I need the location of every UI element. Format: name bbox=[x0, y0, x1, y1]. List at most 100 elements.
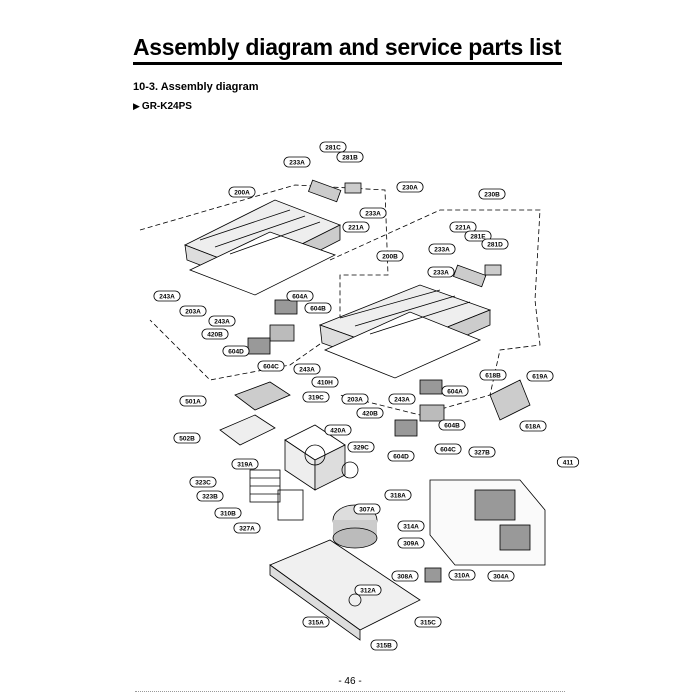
part-label: 604C bbox=[257, 360, 285, 372]
part-label-text: 200B bbox=[382, 253, 398, 260]
part-label-outline bbox=[388, 393, 416, 405]
pad-604a bbox=[274, 299, 298, 315]
part-label-text: 604B bbox=[444, 422, 460, 429]
part-label-text: 604C bbox=[263, 363, 279, 370]
part-label-outline bbox=[173, 432, 201, 444]
part-label-outline bbox=[414, 616, 442, 628]
part-label-outline bbox=[356, 407, 384, 419]
part-label: 203A bbox=[179, 305, 207, 317]
part-label-outline bbox=[391, 570, 419, 582]
part-label-text: 604B bbox=[310, 305, 326, 312]
part-label-outline bbox=[208, 315, 236, 327]
fan-329c bbox=[341, 461, 359, 479]
part-label-outline bbox=[302, 616, 330, 628]
part-label-outline bbox=[153, 290, 181, 302]
part-label: 420A bbox=[324, 424, 352, 436]
part-label-outline bbox=[370, 639, 398, 651]
part-label-outline bbox=[376, 250, 404, 262]
part-label-outline bbox=[448, 569, 476, 581]
part-label-text: 411 bbox=[563, 459, 574, 466]
part-label-text: 243A bbox=[394, 396, 410, 403]
part-label-text: 203A bbox=[347, 396, 363, 403]
shelf-200a bbox=[184, 199, 341, 296]
part-label-outline bbox=[384, 489, 412, 501]
part-label-outline bbox=[478, 188, 506, 200]
part-label-outline bbox=[231, 458, 259, 470]
part-label: 604B bbox=[304, 302, 332, 314]
part-label-text: 410H bbox=[317, 379, 333, 386]
part-label-text: 233A bbox=[365, 210, 381, 217]
part-label: 308A bbox=[391, 570, 419, 582]
part-label-outline bbox=[179, 395, 207, 407]
part-label-text: 314A bbox=[403, 523, 419, 530]
part-label: 619A bbox=[526, 370, 554, 382]
part-label-text: 315A bbox=[308, 619, 324, 626]
part-label-outline bbox=[464, 230, 492, 242]
part-label-outline bbox=[196, 490, 224, 502]
part-label: 281B bbox=[336, 151, 364, 163]
part-label-text: 327B bbox=[474, 449, 490, 456]
part-label: 243A bbox=[208, 315, 236, 327]
part-label: 411 bbox=[556, 456, 580, 468]
part-label-text: 618B bbox=[485, 372, 501, 379]
part-label-outline bbox=[519, 420, 547, 432]
part-label-text: 304A bbox=[493, 573, 509, 580]
triangle-bullet-icon: ▶ bbox=[133, 101, 140, 111]
part-label-text: 315C bbox=[420, 619, 436, 626]
part-label-outline bbox=[396, 181, 424, 193]
part-label: 327B bbox=[468, 446, 496, 458]
part-label-outline bbox=[319, 141, 347, 153]
part-label: 281D bbox=[481, 238, 509, 250]
shelf-200b bbox=[318, 284, 492, 379]
part-label-outline bbox=[179, 305, 207, 317]
part-label-text: 420A bbox=[330, 427, 346, 434]
part-label-text: 327A bbox=[239, 525, 255, 532]
part-label-text: 329C bbox=[353, 444, 369, 451]
part-label: 243A bbox=[293, 363, 321, 375]
part-label: 618B bbox=[479, 369, 507, 381]
board-618b bbox=[489, 379, 531, 421]
part-label: 420B bbox=[356, 407, 384, 419]
part-label-outline bbox=[397, 520, 425, 532]
part-label-outline bbox=[468, 446, 496, 458]
part-label: 314A bbox=[397, 520, 425, 532]
part-label-text: 604A bbox=[292, 293, 308, 300]
part-label: 319A bbox=[231, 458, 259, 470]
part-label-outline bbox=[397, 537, 425, 549]
part-label: 604A bbox=[441, 385, 469, 397]
footer-dotted-rule bbox=[135, 691, 565, 692]
part-label-outline bbox=[283, 156, 311, 168]
part-label: 281C bbox=[319, 141, 347, 153]
part-label: 281E bbox=[464, 230, 492, 242]
part-label-outline bbox=[341, 393, 369, 405]
model-label: ▶GR-K24PS bbox=[133, 101, 192, 112]
part-label-text: 604A bbox=[447, 388, 463, 395]
part-label-text: 281E bbox=[470, 233, 486, 240]
part-label-text: 221A bbox=[348, 224, 364, 231]
part-label: 604D bbox=[222, 345, 250, 357]
hinge-281c bbox=[307, 179, 342, 203]
part-label-text: 309A bbox=[403, 540, 419, 547]
part-label-text: 420B bbox=[362, 410, 378, 417]
part-label-outline bbox=[293, 363, 321, 375]
part-label-outline bbox=[479, 369, 507, 381]
part-label: 420B bbox=[201, 328, 229, 340]
part-label: 221A bbox=[342, 221, 370, 233]
part-label-outline bbox=[449, 221, 477, 233]
coil-310b bbox=[277, 489, 304, 521]
part-label: 200A bbox=[228, 186, 256, 198]
part-label: 230A bbox=[396, 181, 424, 193]
section-heading: 10-3. Assembly diagram bbox=[133, 81, 259, 93]
part-label: 233A bbox=[428, 243, 456, 255]
part-label-text: 420B bbox=[207, 331, 223, 338]
part-label-text: 200A bbox=[234, 189, 250, 196]
part-label-text: 243A bbox=[299, 366, 315, 373]
part-label: 604C bbox=[434, 443, 462, 455]
part-label-outline bbox=[353, 503, 381, 515]
board-501a bbox=[234, 381, 291, 411]
part-label-outline bbox=[387, 450, 415, 462]
part-label: 307A bbox=[353, 503, 381, 515]
part-label-text: 308A bbox=[397, 573, 413, 580]
part-label-text: 233A bbox=[289, 159, 305, 166]
pad-604a-2 bbox=[419, 379, 443, 395]
